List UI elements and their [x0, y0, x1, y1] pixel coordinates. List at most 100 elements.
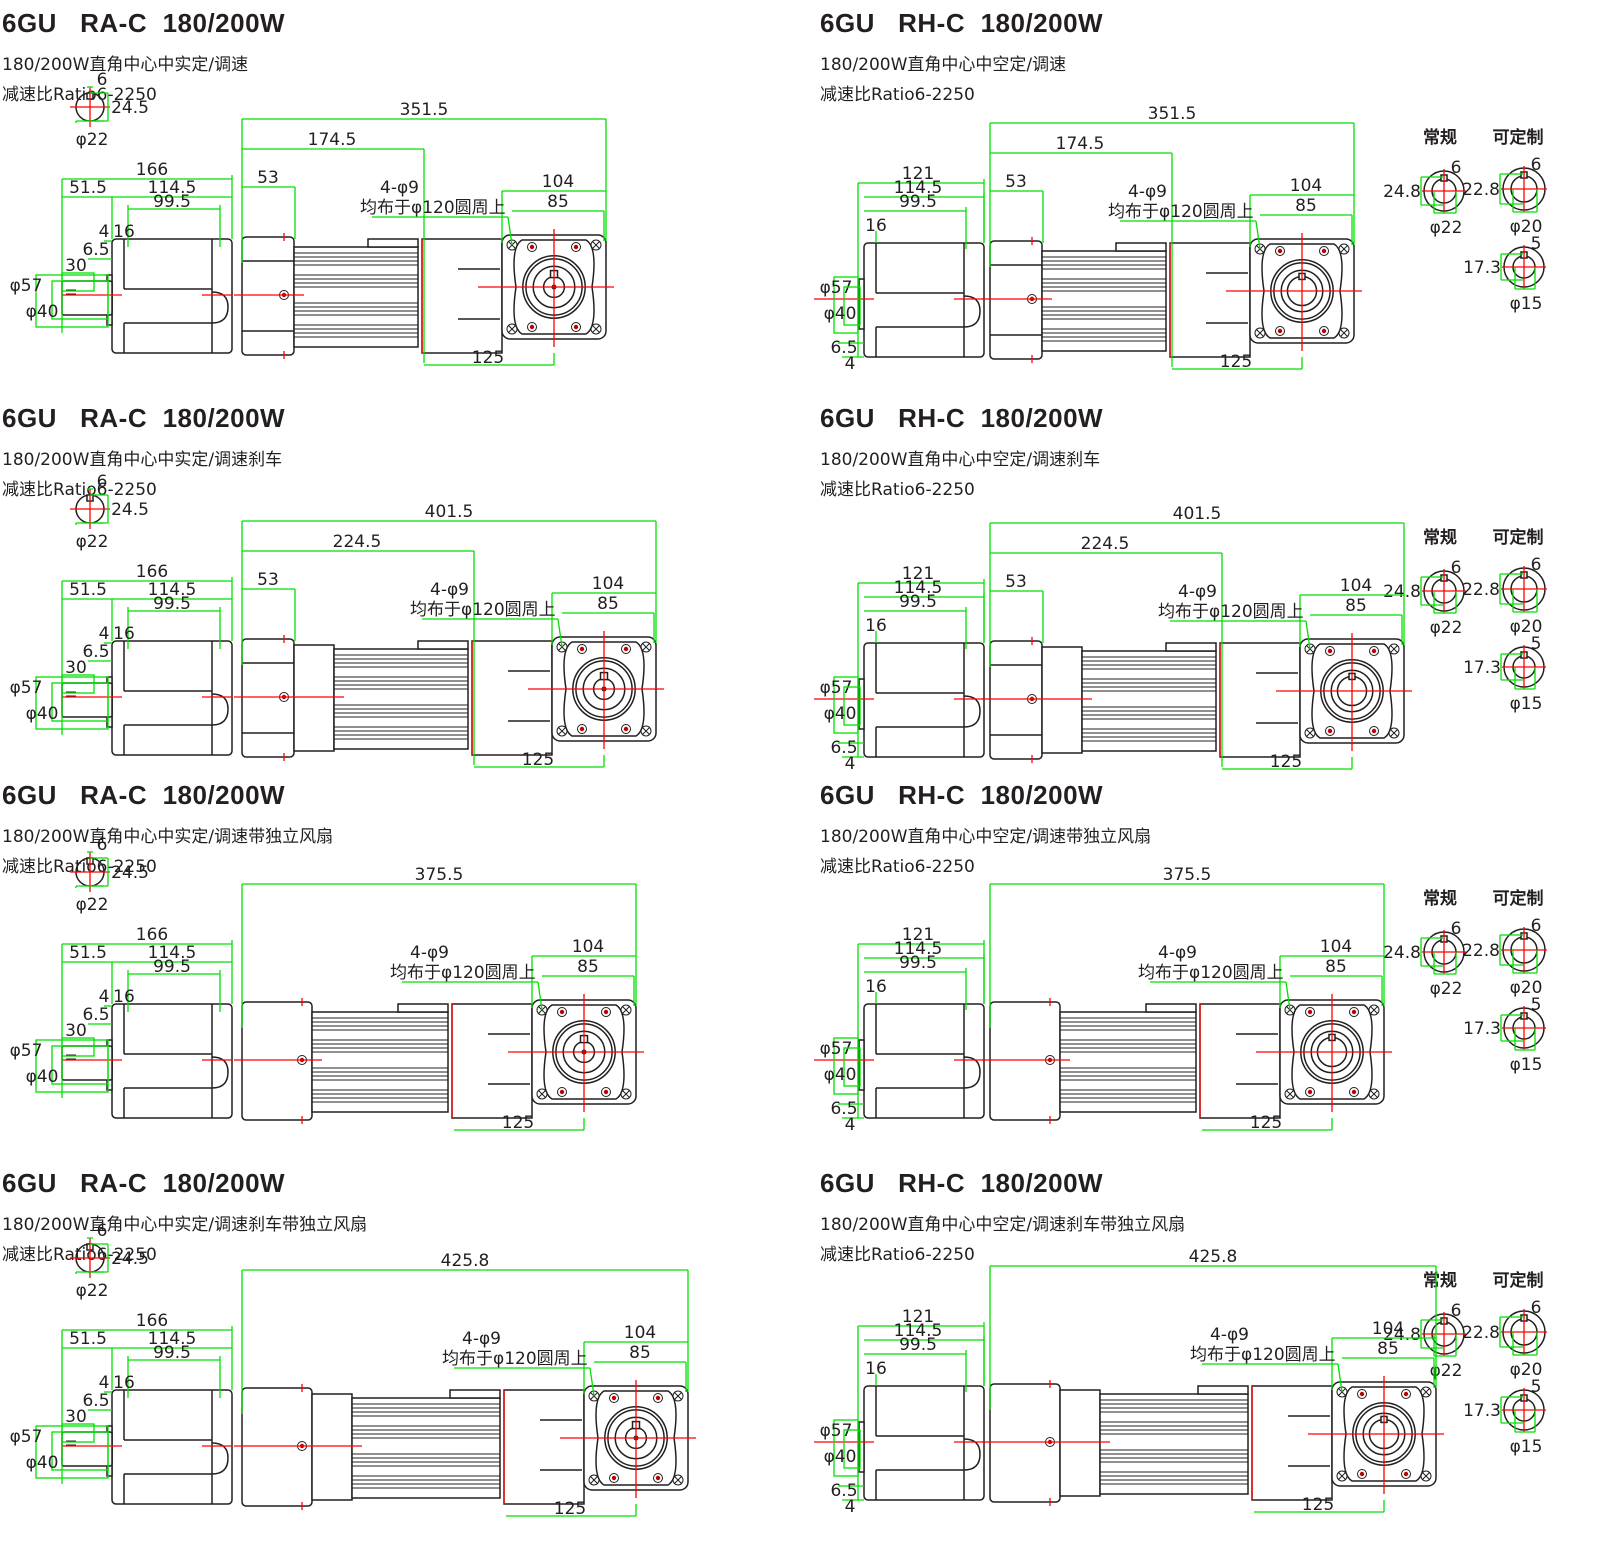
bore-diameter-label: φ15	[1510, 294, 1543, 314]
dimension-front-53: 53	[1005, 572, 1027, 592]
bore-key-label: 6	[1451, 558, 1462, 578]
dimension-30-label: 30	[65, 1407, 87, 1427]
bolt-center	[1351, 1089, 1357, 1095]
front-view	[234, 631, 664, 761]
model-title: 6GU RA-C 180/200W	[2, 8, 286, 38]
holes-pcd-label: 均布于φ120圆周上	[1158, 602, 1304, 622]
side-view	[814, 1385, 985, 1501]
shaft-diameter-label: φ22	[76, 1281, 109, 1301]
bore-key-label: 6	[1531, 1298, 1542, 1318]
bore-height-label: 22.8	[1462, 941, 1500, 961]
dimension-phi57	[833, 276, 859, 334]
model-description: 180/200W直角中心中空定/调速刹车	[820, 450, 1101, 470]
bore-height-label: 17.3	[1463, 1401, 1501, 1421]
dimension-side-c: 99.5	[899, 1335, 937, 1355]
bore-key-label: 6	[1451, 158, 1462, 178]
gear-housing-side	[111, 1003, 233, 1119]
bolt-center	[1359, 1391, 1365, 1397]
casting-outline	[595, 1390, 677, 1486]
holes-pcd-label: 均布于φ120圆周上	[442, 1349, 588, 1369]
dimension-side-b: 114.5	[148, 580, 197, 600]
bolt-icon	[1369, 726, 1379, 736]
bolt-center	[623, 726, 629, 732]
terminal-box	[367, 238, 419, 248]
dimension-motor: 174.5	[1056, 134, 1105, 154]
leader-line	[1337, 1363, 1343, 1393]
screw-hole-icon	[590, 323, 602, 335]
gearbox-body	[1199, 1003, 1281, 1119]
housing-cap	[963, 1056, 981, 1089]
side-view	[61, 1003, 233, 1119]
dimension-phi40-label: φ40	[26, 302, 59, 322]
dimension-16: 16	[113, 624, 135, 644]
bore-diameter-label: φ20	[1510, 217, 1543, 237]
bore-height-label: 22.8	[1462, 1323, 1500, 1343]
motor-body	[311, 1011, 449, 1113]
side-view	[61, 640, 233, 756]
bolt-center	[559, 1089, 565, 1095]
dimension-front-53: 53	[257, 168, 279, 188]
dimension-total-side: 121	[902, 925, 934, 945]
gearbox-face	[1276, 633, 1412, 751]
dimension-side-c: 99.5	[899, 192, 937, 212]
motor-fins	[311, 1011, 449, 1113]
bolt-center	[579, 646, 585, 652]
bolt-icon	[1401, 1389, 1411, 1399]
bolt-icon	[1401, 1469, 1411, 1479]
motor-fins	[1099, 1393, 1249, 1495]
screw-hole-icon	[536, 1088, 548, 1100]
gearbox-body	[451, 1003, 533, 1119]
bore-key-label: 6	[1531, 916, 1542, 936]
terminal-box	[417, 640, 469, 650]
dimension-4-label: 4	[845, 1497, 856, 1517]
dimension-phi40-label: φ40	[26, 1453, 59, 1473]
dimension-104: 104	[1372, 1319, 1404, 1339]
dimension-85: 85	[1295, 196, 1317, 216]
holes-pcd-label: 均布于φ120圆周上	[360, 198, 506, 218]
key-width-label: 6	[97, 70, 108, 90]
dimension-drawing: 121114.599.516φ57φ406.54常规可定制624.8φ22622…	[814, 1247, 1547, 1517]
front-view	[982, 633, 1412, 763]
bolt-icon	[1369, 646, 1379, 656]
dimension-total-side: 166	[136, 1311, 168, 1331]
bolt-icon	[601, 1087, 611, 1097]
dimension-drawing: 121114.599.516φ57φ406.54常规可定制624.8φ22622…	[814, 504, 1547, 774]
bore-diameter-label: φ22	[1430, 1361, 1463, 1381]
dimension-125: 125	[1270, 752, 1302, 772]
bolt-icon	[1349, 1007, 1359, 1017]
bolt-icon	[577, 644, 587, 654]
brake-unit	[1059, 1389, 1101, 1497]
dimension-phi40	[51, 280, 109, 320]
motor-body	[1099, 1393, 1249, 1495]
dimension-phi57-label: φ57	[820, 1039, 853, 1059]
bolt-icon	[1305, 1007, 1315, 1017]
motor-body	[333, 648, 469, 750]
brake-unit	[1041, 646, 1083, 754]
screw-hole-icon	[1368, 1088, 1380, 1100]
model-description: 180/200W直角中心中空定/调速	[820, 55, 1067, 75]
gearbox-face	[508, 994, 644, 1112]
bolt-center	[1327, 648, 1333, 654]
bore-options: 常规可定制624.8φ22622.8φ20517.3φ15	[1383, 527, 1547, 714]
dimension-4-label: 4	[845, 354, 856, 374]
leader-line	[557, 618, 563, 648]
casting-outline	[563, 641, 645, 737]
dimension-side-b: 114.5	[148, 943, 197, 963]
bolt-center	[623, 646, 629, 652]
bolt-center	[1351, 1009, 1357, 1015]
bolt-center	[573, 244, 579, 250]
dimension-30-label: 30	[65, 1021, 87, 1041]
dimension-104: 104	[1340, 576, 1372, 596]
dimension-6-5: 6.5	[82, 1005, 109, 1025]
dimension-125: 125	[554, 1499, 586, 1519]
dimension-motor: 174.5	[308, 130, 357, 150]
gearbox-body	[503, 1389, 585, 1505]
housing-cap	[963, 295, 981, 328]
dimension-side-a: 51.5	[69, 943, 107, 963]
dimension-motor: 224.5	[1081, 534, 1130, 554]
